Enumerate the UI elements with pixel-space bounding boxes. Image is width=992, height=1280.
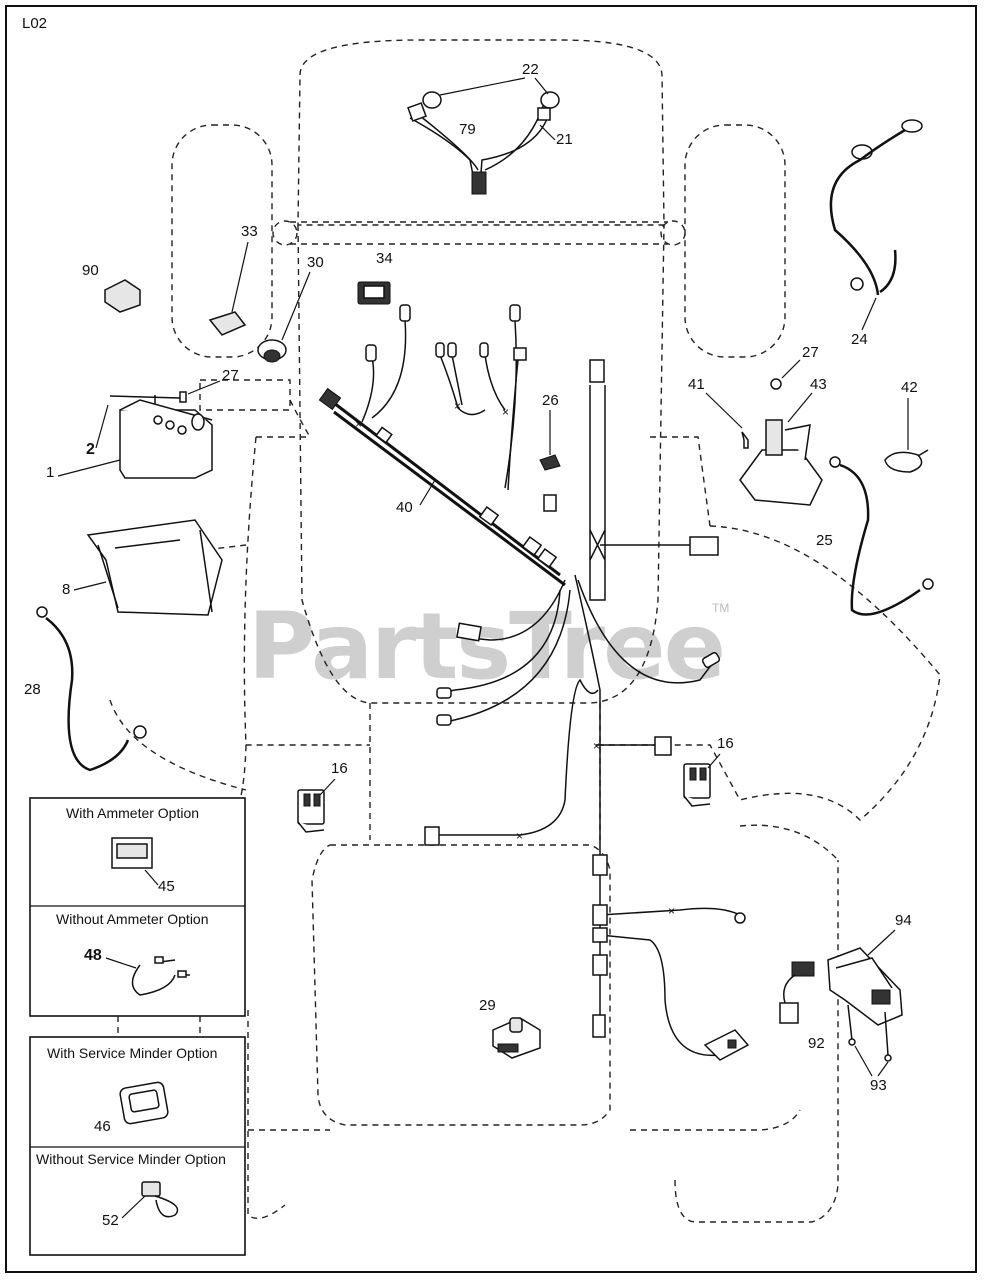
- minder-with-title: With Service Minder Option: [47, 1045, 217, 1061]
- part-92-label: 92: [808, 1035, 825, 1052]
- part-94-pto-switch: 94: [827, 912, 912, 1026]
- part-27-right: 27: [770, 344, 819, 390]
- part-92-connector: 92: [779, 961, 825, 1052]
- part-30-ignition-switch: 30: [257, 254, 324, 363]
- part-16-left-label: 16: [331, 760, 348, 777]
- connector-block-lower: [703, 1029, 750, 1061]
- part-26-fuse: 26: [539, 392, 561, 471]
- part-43-label: 43: [810, 376, 827, 393]
- part-30-label: 30: [307, 254, 324, 271]
- part-16-relay-right: 16: [683, 735, 734, 807]
- part-43-solenoid: 43: [739, 376, 827, 506]
- part-48-label: 48: [84, 947, 102, 964]
- part-42-label: 42: [901, 379, 918, 396]
- part-24-cable: 24: [829, 119, 923, 348]
- part-90-label: 90: [82, 262, 99, 279]
- svg-text:×: ×: [593, 739, 600, 753]
- part-79-label: 79: [459, 121, 476, 138]
- svg-text:×: ×: [516, 829, 523, 843]
- part-25-label: 25: [816, 532, 833, 549]
- wire-harness: × × × × × ×: [318, 304, 746, 1057]
- part-29-seat-switch: 29: [479, 997, 541, 1059]
- part-25-cable: 25: [816, 456, 934, 616]
- part-21-label: 21: [556, 131, 573, 148]
- part-41-label: 41: [688, 376, 705, 393]
- headlight-assembly: 22 21 79: [407, 61, 573, 195]
- part-2-label: 2: [86, 441, 95, 458]
- part-93-screws: 93: [847, 1004, 892, 1094]
- part-27-left-label: 27: [222, 367, 239, 384]
- part-27-left: 27: [187, 367, 239, 395]
- part-33-key: 33: [208, 223, 258, 336]
- part-33-label: 33: [241, 223, 258, 240]
- part-24-label: 24: [851, 331, 868, 348]
- part-94-label: 94: [895, 912, 912, 929]
- page-code: L02: [22, 15, 47, 32]
- part-27-right-label: 27: [802, 344, 819, 361]
- part-34-label: 34: [376, 250, 393, 267]
- part-1-battery: 1 2: [46, 391, 213, 481]
- part-16-relay-left: 16: [297, 760, 348, 833]
- part-22-label: 22: [522, 61, 539, 78]
- svg-text:×: ×: [668, 904, 675, 918]
- part-28-label: 28: [24, 681, 41, 698]
- diagram-border: [5, 5, 977, 1273]
- ammeter-without-title: Without Ammeter Option: [56, 911, 209, 927]
- part-42-boot: 42: [884, 379, 929, 473]
- svg-text:×: ×: [502, 405, 509, 419]
- part-1-label: 1: [46, 464, 54, 481]
- connector: [589, 359, 605, 383]
- part-8-label: 8: [62, 581, 70, 598]
- part-40-label: 40: [396, 499, 413, 516]
- watermark: PartsTree: [248, 593, 724, 700]
- part-90: 90: [82, 262, 141, 313]
- part-45-label: 45: [158, 878, 175, 895]
- watermark-tm: TM: [712, 601, 729, 615]
- jumper-plug-icon: [141, 1181, 161, 1197]
- ammeter-options-box: With Ammeter Option 45 Without Ammeter O…: [29, 797, 246, 1017]
- minder-without-title: Without Service Minder Option: [36, 1151, 226, 1167]
- part-28-cable: 28: [24, 606, 147, 772]
- svg-text:×: ×: [454, 399, 461, 413]
- part-52-label: 52: [102, 1212, 119, 1229]
- ammeter-with-title: With Ammeter Option: [66, 805, 199, 821]
- part-29-label: 29: [479, 997, 496, 1014]
- connector: [689, 536, 719, 556]
- part-93-label: 93: [870, 1077, 887, 1094]
- part-46-label: 46: [94, 1118, 111, 1135]
- service-minder-options-box: With Service Minder Option 46 Without Se…: [29, 1036, 246, 1256]
- part-26-label: 26: [542, 392, 559, 409]
- svg-text:×: ×: [355, 417, 362, 431]
- part-8-battery-tray: 8: [62, 519, 223, 616]
- part-41-bolt: 41: [688, 376, 749, 449]
- part-34-switch: 34: [357, 250, 393, 305]
- part-16-right-label: 16: [717, 735, 734, 752]
